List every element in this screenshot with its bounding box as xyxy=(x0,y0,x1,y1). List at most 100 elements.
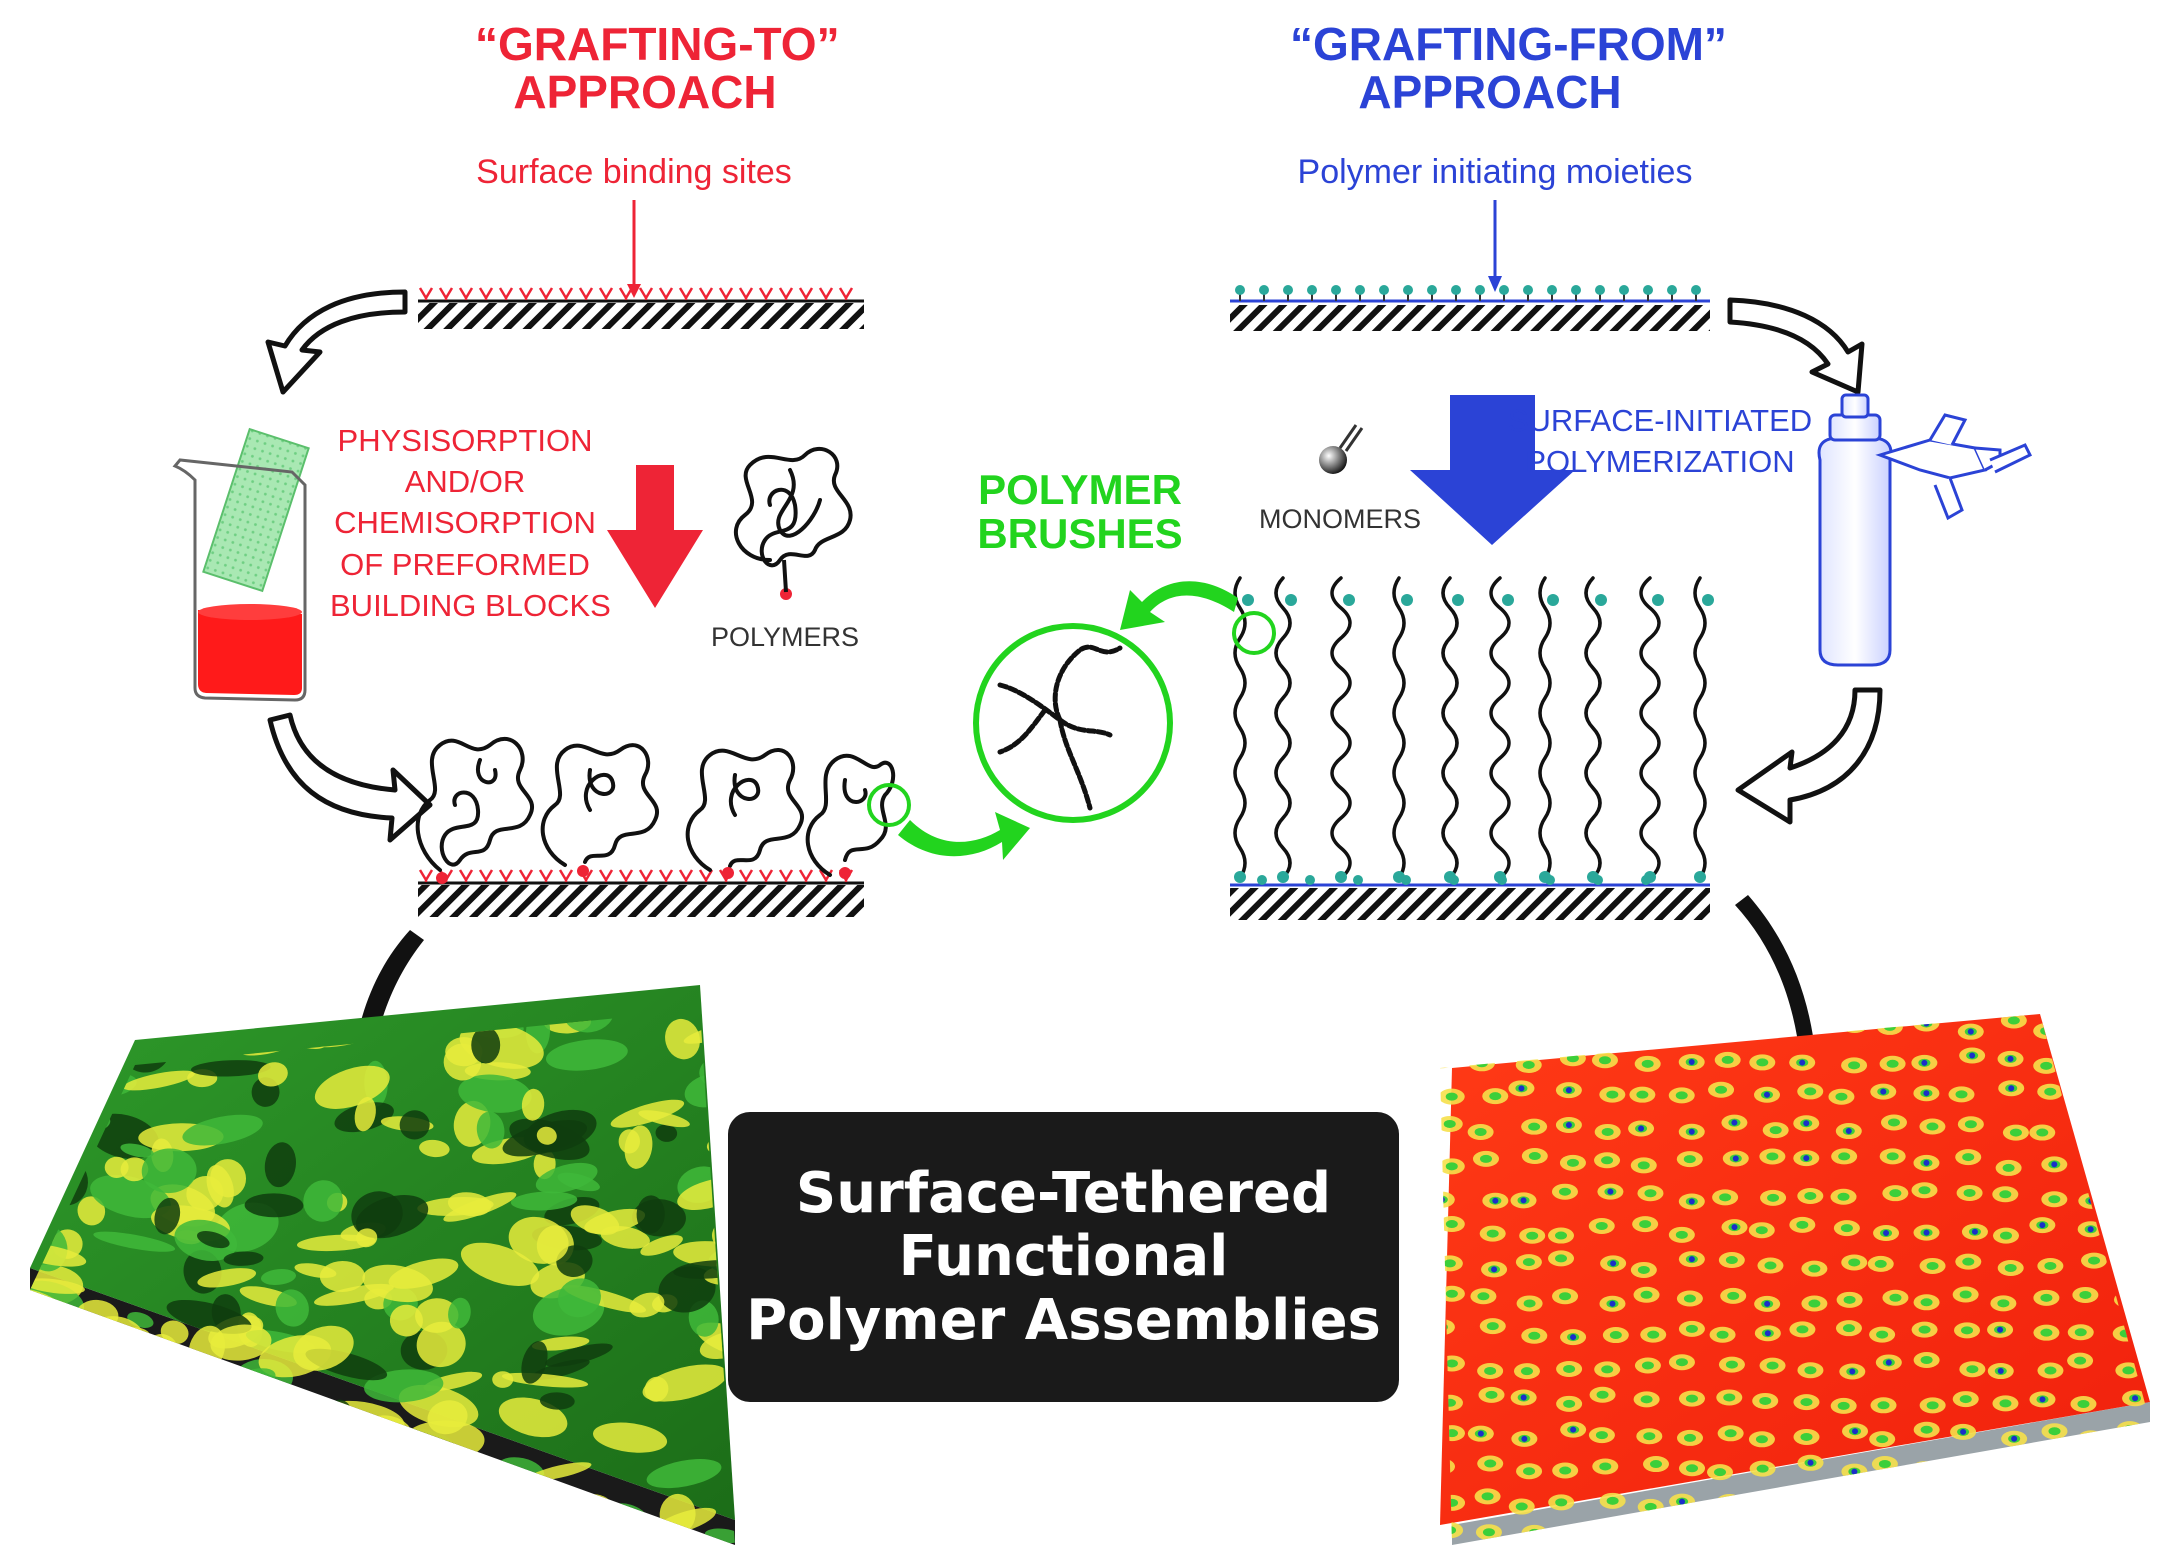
terrain-peak-core xyxy=(1528,1331,1541,1340)
terrain-blob xyxy=(129,1493,198,1523)
terrain-peak-core xyxy=(2084,1016,2097,1025)
binding-site xyxy=(418,287,434,301)
terrain-blob xyxy=(257,1062,288,1087)
terrain-peak-core xyxy=(1804,1087,1817,1096)
terrain-peak xyxy=(1709,1014,1736,1030)
terrain-peak-core xyxy=(1808,1264,1821,1273)
terrain-peak-tip xyxy=(1492,1197,1499,1204)
terrain-peak-core xyxy=(2040,1328,2053,1337)
terrain-peak-core xyxy=(2005,1502,2018,1511)
terrain-peak-tip xyxy=(1923,1090,1930,1097)
terrain-peak-core xyxy=(1555,1533,1568,1542)
terrain-peak xyxy=(1627,1015,1654,1032)
terrain-peak-tip xyxy=(1610,1260,1617,1267)
grafting-to-heading: “GRAFTING-TO” APPROACH xyxy=(475,20,840,119)
brush-top xyxy=(1285,594,1297,606)
terrain-peak-core xyxy=(1874,1259,1887,1268)
terrain-peak-tip xyxy=(1929,1529,1936,1536)
binding-site xyxy=(598,869,614,883)
terrain-peak xyxy=(2072,1496,2099,1513)
terrain-blob xyxy=(188,1423,218,1449)
terrain-peak-core xyxy=(1804,1191,1817,1200)
terrain-peak-tip xyxy=(1520,1197,1527,1204)
terrain-blob xyxy=(185,1484,270,1534)
terrain-peak-core xyxy=(1725,1256,1738,1265)
terrain-peak-core xyxy=(2089,1159,2102,1168)
green-arrow-left xyxy=(898,812,1030,860)
brushes-line-1: POLYMER xyxy=(978,466,1182,513)
binding-site xyxy=(418,869,434,883)
terrain-blob xyxy=(582,1525,654,1545)
terrain-blob xyxy=(605,1522,638,1540)
terrain-peak-core xyxy=(1755,1226,1768,1235)
terrain-blob xyxy=(351,1191,403,1238)
terrain-peak xyxy=(1676,1023,1703,1040)
brush-chain xyxy=(1639,576,1661,880)
sip-line-2: POLYMERIZATION xyxy=(1525,444,1795,480)
brush-top xyxy=(1702,594,1714,606)
terrain-peak xyxy=(1440,1319,1455,1336)
terrain-peak xyxy=(1998,1498,2025,1515)
right-surface-terrain xyxy=(1440,1014,2150,1545)
terrain-peak-tip xyxy=(1679,1498,1686,1505)
terrain-peak-core xyxy=(1445,1092,1458,1101)
red-down-arrow xyxy=(607,480,703,608)
terrain-blob xyxy=(699,1050,735,1092)
terrain-peak-tip xyxy=(1732,1155,1739,1162)
terrain-peak-core xyxy=(1566,1054,1579,1063)
terrain-peak-core xyxy=(1528,1152,1541,1161)
terrain-peak xyxy=(1913,1491,1940,1508)
terrain-peak-tip xyxy=(1923,1159,1930,1166)
terrain-peak-tip xyxy=(1851,1468,1858,1475)
terrain-peak-core xyxy=(1601,1127,1614,1136)
terrain-peak-core xyxy=(1835,1498,1848,1507)
terrain-peak-tip xyxy=(1845,1128,1852,1135)
terrain-peak xyxy=(1468,1055,1495,1072)
terrain-blob xyxy=(624,1125,653,1169)
terrain-peak-core xyxy=(1675,1091,1688,1100)
terrain-peak-core xyxy=(2122,1366,2135,1375)
terrain-peak-core xyxy=(1767,1193,1780,1202)
terrain-blob xyxy=(545,1039,628,1071)
terrain-blob xyxy=(258,1010,297,1017)
terrain-peak-tip xyxy=(1638,1125,1645,1132)
terrain-peak-core xyxy=(1609,1331,1622,1340)
terrain-peak xyxy=(1440,1018,1465,1035)
grafting-to-heading-line2: APPROACH xyxy=(513,66,777,119)
center-title-line3: Polymer Assemblies xyxy=(746,1287,1381,1353)
monomer-icon xyxy=(1319,424,1364,474)
terrain-blob xyxy=(362,1264,433,1303)
terrain-peak-core xyxy=(1918,1465,1931,1474)
binding-site xyxy=(538,287,554,301)
initiator-dot xyxy=(1571,285,1581,295)
terrain-peak-core xyxy=(1720,1530,1733,1539)
brush-base xyxy=(1234,871,1246,883)
brush-top xyxy=(1595,594,1607,606)
terrain-peak-core xyxy=(1675,1230,1688,1239)
terrain-peak-tip xyxy=(2039,1222,2046,1229)
terrain-blob xyxy=(116,1408,201,1445)
process-line-1: PHYSISORPTION xyxy=(337,423,593,458)
terrain-blob xyxy=(166,1299,252,1334)
terrain-peak-core xyxy=(2044,1366,2057,1375)
terrain-peak-core xyxy=(2040,1293,2053,1302)
terrain-blob xyxy=(636,1195,665,1234)
brush-chain xyxy=(1441,576,1459,880)
terrain-peak xyxy=(2108,1020,2135,1037)
terrain-peak-core xyxy=(1526,1231,1539,1240)
terrain-peak xyxy=(1878,1495,1905,1512)
terrain-peak xyxy=(2112,1220,2139,1237)
brush-base xyxy=(1694,871,1706,883)
terrain-peak-core xyxy=(1759,1396,1772,1405)
terrain-peak-core xyxy=(1555,1254,1568,1263)
terrain-peak-core xyxy=(2048,1195,2061,1204)
terrain-blob xyxy=(52,1010,136,1014)
terrain-peak-core xyxy=(1848,1258,1861,1267)
terrain-peak-core xyxy=(1721,1055,1734,1064)
terrain-peak-core xyxy=(1755,1435,1768,1444)
terrain-blob xyxy=(120,1143,154,1158)
terrain-blob xyxy=(186,1176,224,1211)
terrain-peak xyxy=(1950,1528,1977,1545)
terrain-blob xyxy=(226,1427,278,1458)
